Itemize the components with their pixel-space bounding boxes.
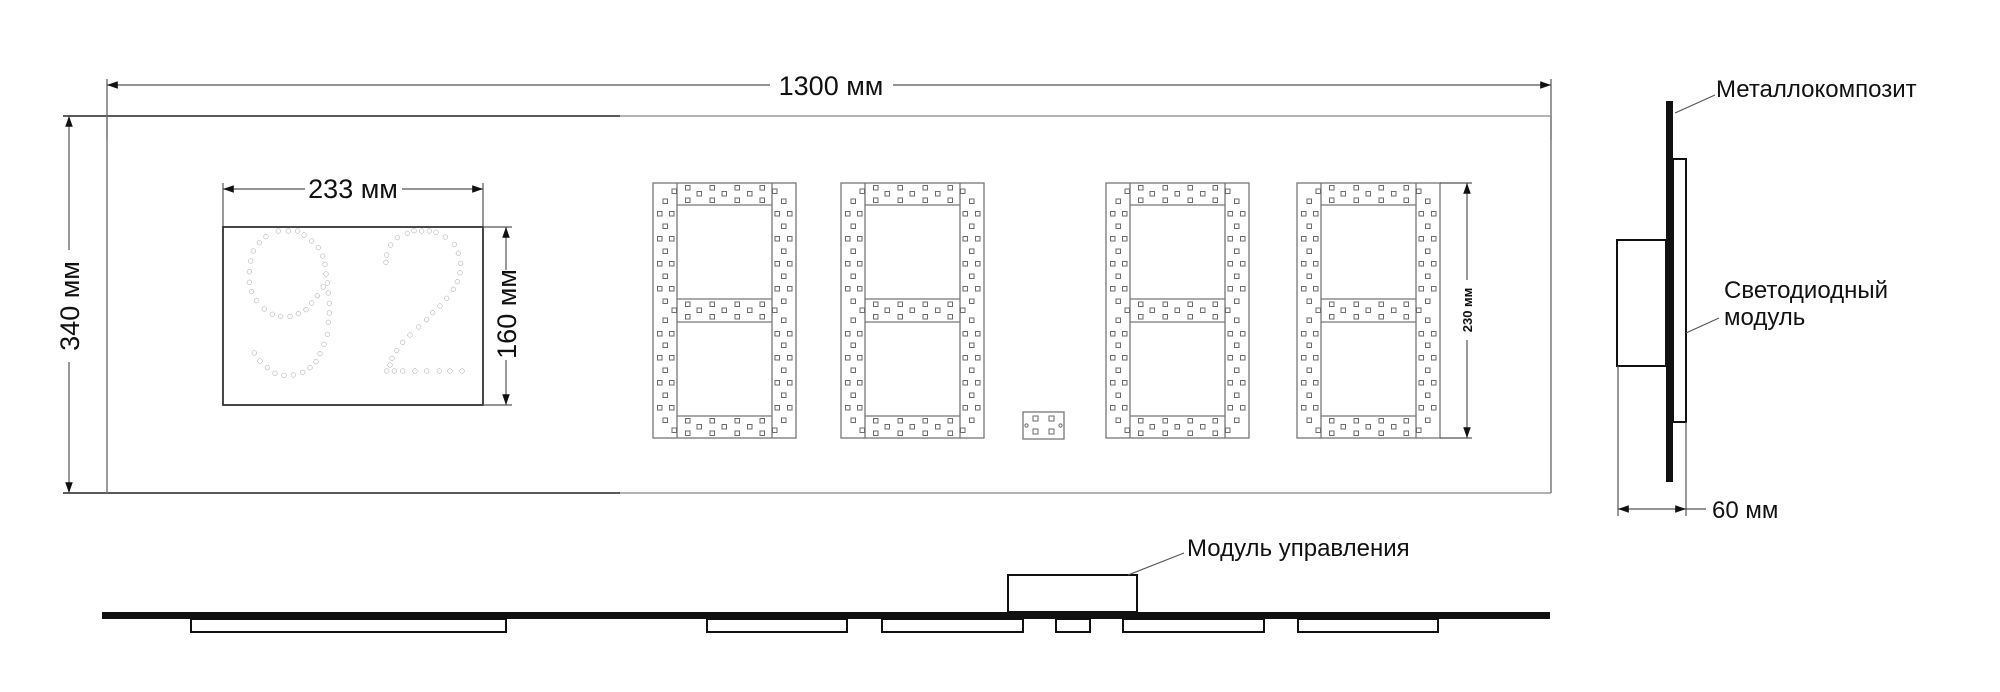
top-view-led-modules xyxy=(190,618,1439,633)
led-digits-92 xyxy=(246,228,465,378)
led-module-label-line2: модуль xyxy=(1724,304,1805,331)
led-digit-9 xyxy=(246,228,332,378)
side-view: Металлокомпозит Светодиодный модуль 60 м… xyxy=(1616,76,1917,524)
fuel-panel-height-label: 160 мм xyxy=(492,269,522,359)
led-digit-2 xyxy=(383,228,465,374)
price-digit-1 xyxy=(652,182,797,439)
digit-height-label: 230 мм xyxy=(1460,288,1475,333)
price-display xyxy=(652,182,1441,440)
top-view: Модуль управления xyxy=(102,535,1550,633)
overall-width-dimension: 1300 мм xyxy=(106,71,1552,140)
top-module-digit-4 xyxy=(1297,618,1439,633)
metal-composite-label: Металлокомпозит xyxy=(1716,76,1917,103)
overall-height-label: 340 мм xyxy=(55,261,85,351)
metal-composite-panel xyxy=(1666,101,1673,482)
fuel-grade-panel: 233 мм 160 мм xyxy=(222,174,522,406)
decimal-point xyxy=(1022,411,1065,440)
top-module-digit-2 xyxy=(881,618,1024,633)
front-view: 1300 мм 340 мм 233 мм xyxy=(55,71,1552,494)
overall-width-label: 1300 мм xyxy=(779,71,884,101)
price-digit-2 xyxy=(840,182,985,439)
control-box-profile xyxy=(1616,239,1667,367)
led-module-label-line1: Светодиодный xyxy=(1724,277,1888,304)
digit-height-dimension: 230 мм xyxy=(1440,182,1475,439)
fuel-panel-width-label: 233 мм xyxy=(308,174,398,204)
top-module-decimal xyxy=(1055,618,1091,633)
price-digit-4 xyxy=(1296,182,1441,439)
overall-height-dimension: 340 мм xyxy=(55,116,85,493)
top-module-fuel-panel xyxy=(190,618,507,633)
control-module-box xyxy=(1007,574,1138,613)
led-module-profile xyxy=(1672,158,1687,423)
price-digit-3 xyxy=(1105,182,1250,439)
depth-dimension: 60 мм xyxy=(1617,366,1778,524)
top-module-digit-1 xyxy=(706,618,848,633)
control-module-label: Модуль управления xyxy=(1187,535,1410,562)
top-view-panel xyxy=(102,612,1550,619)
sign-panel xyxy=(63,115,1552,494)
top-module-digit-3 xyxy=(1122,618,1265,633)
depth-label: 60 мм xyxy=(1712,497,1778,524)
fuel-panel-frame xyxy=(222,226,484,406)
